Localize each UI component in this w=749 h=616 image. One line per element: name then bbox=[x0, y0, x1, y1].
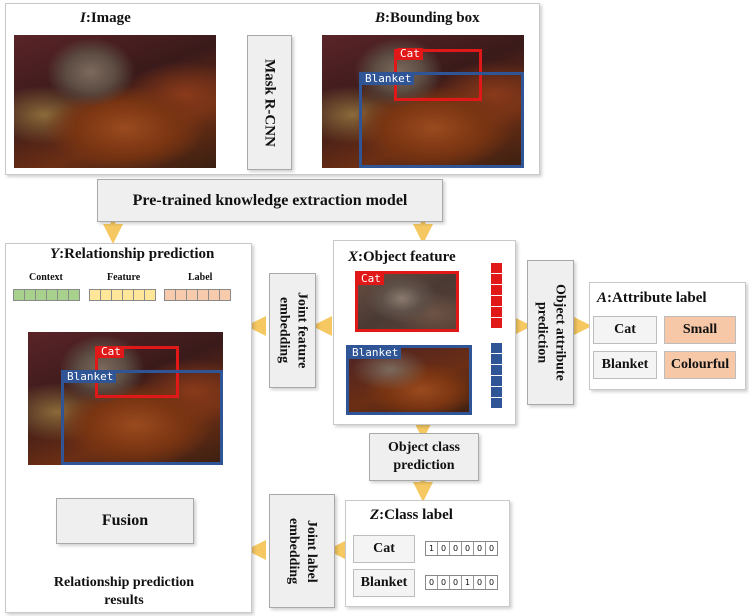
bbox-blanket-box bbox=[359, 72, 524, 168]
object-feature-cat-box bbox=[355, 271, 459, 332]
cat-onehot-2: 0 bbox=[450, 542, 462, 555]
relationship-blanket-tag: Blanket bbox=[64, 371, 117, 383]
label-vector bbox=[164, 289, 231, 301]
attribute-cat: Cat bbox=[593, 316, 657, 344]
bbox-image bbox=[322, 35, 524, 168]
bbox-title: B:Bounding box bbox=[375, 10, 480, 26]
object-feature-cat-tag: Cat bbox=[358, 273, 384, 285]
label-label: Label bbox=[188, 272, 213, 283]
relationship-title: Y:Relationship prediction bbox=[50, 246, 215, 262]
feature-label: Feature bbox=[107, 272, 141, 283]
image-title: I:Image bbox=[80, 10, 131, 26]
blanket-feature-vector bbox=[490, 342, 503, 409]
cat-feature-vector bbox=[490, 262, 503, 329]
fusion-box: Fusion bbox=[56, 498, 194, 544]
attribute-title: A:Attribute label bbox=[597, 290, 707, 306]
joint-label-embedding-label: Joint label embedding bbox=[286, 517, 319, 585]
bbox-blanket-tag: Blanket bbox=[362, 73, 415, 85]
attribute-blanket: Blanket bbox=[593, 351, 657, 379]
attribute-prediction-box: Object attribute prediction bbox=[527, 260, 574, 405]
cat-onehot-5: 0 bbox=[488, 544, 495, 553]
blanket-onehot-1: 0 bbox=[438, 576, 450, 589]
attribute-colourful: Colourful bbox=[664, 351, 736, 379]
object-feature-title: X:Object feature bbox=[348, 249, 456, 265]
relationship-image bbox=[28, 332, 223, 465]
cat-onehot: 1 0 0 0 0 0 bbox=[425, 541, 498, 556]
blanket-onehot-4: 0 bbox=[474, 576, 486, 589]
relationship-results: Relationship prediction results bbox=[30, 574, 218, 610]
pretrained-model-box: Pre-trained knowledge extraction model bbox=[97, 179, 443, 222]
joint-label-embedding-box: Joint label embedding bbox=[269, 494, 335, 608]
blanket-onehot-5: 0 bbox=[488, 578, 495, 587]
results-line-2: results bbox=[104, 593, 144, 608]
mask-rcnn-box: Mask R-CNN bbox=[247, 35, 292, 170]
class-label-cat: Cat bbox=[353, 535, 415, 563]
cat-onehot-1: 0 bbox=[438, 542, 450, 555]
object-feature-blanket-box bbox=[346, 345, 472, 415]
relationship-cat-tag: Cat bbox=[98, 346, 124, 358]
class-prediction-line-1: Object class bbox=[388, 440, 460, 455]
cat-onehot-0: 1 bbox=[426, 542, 438, 555]
input-image bbox=[14, 35, 216, 168]
attribute-small: Small bbox=[664, 316, 736, 344]
class-label-blanket: Blanket bbox=[353, 569, 415, 597]
results-line-1: Relationship prediction bbox=[53, 575, 195, 590]
joint-feature-embedding-box: Joint feature embedding bbox=[269, 273, 316, 388]
cat-onehot-4: 0 bbox=[474, 542, 486, 555]
class-prediction-box: Object class prediction bbox=[369, 433, 479, 481]
class-label-title: Z:Class label bbox=[370, 507, 453, 523]
object-feature-blanket-tag: Blanket bbox=[349, 347, 402, 359]
context-vector bbox=[13, 289, 80, 301]
relationship-blanket-box bbox=[61, 370, 223, 465]
blanket-onehot-0: 0 bbox=[426, 576, 438, 589]
feature-vector bbox=[89, 289, 156, 301]
blanket-onehot-2: 0 bbox=[450, 576, 462, 589]
cat-onehot-3: 0 bbox=[462, 542, 474, 555]
joint-feature-embedding-label: Joint feature embedding bbox=[276, 292, 310, 369]
bbox-cat-tag: Cat bbox=[397, 48, 423, 60]
mask-rcnn-label: Mask R-CNN bbox=[261, 58, 278, 147]
context-label: Context bbox=[29, 272, 63, 283]
class-prediction-line-2: prediction bbox=[393, 458, 455, 473]
blanket-onehot-3: 1 bbox=[462, 576, 474, 589]
blanket-onehot: 0 0 0 1 0 0 bbox=[425, 575, 498, 590]
attribute-prediction-label: Object attribute prediction bbox=[534, 284, 568, 381]
